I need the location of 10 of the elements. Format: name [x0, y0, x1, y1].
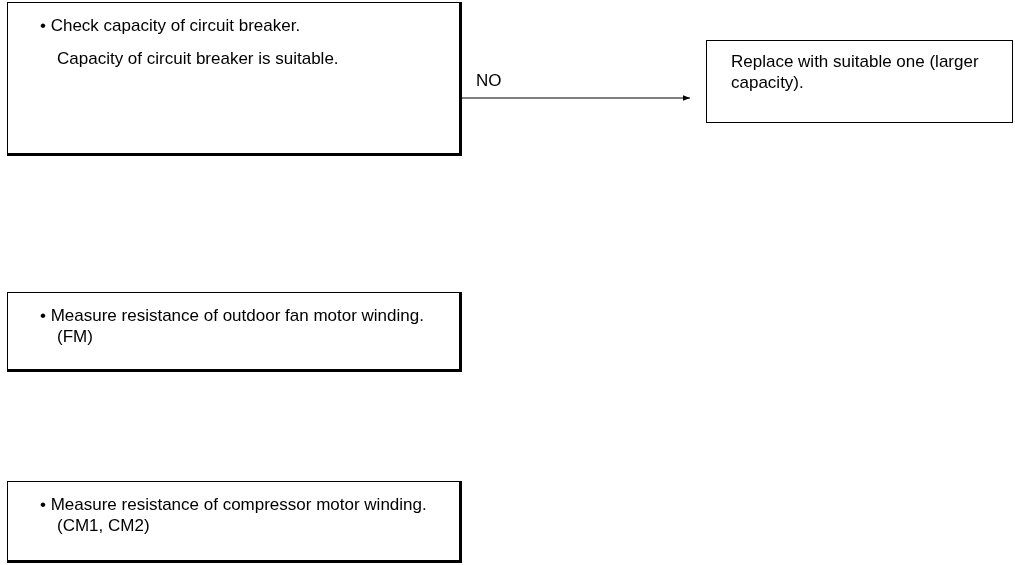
arrow — [461, 95, 691, 101]
process-box — [7, 292, 462, 372]
step-text: • Measure resistance of outdoor fan motor winding. (FM) — [40, 305, 425, 347]
step-text: Capacity of circuit breaker is suitable. — [57, 48, 340, 69]
step-text: Replace with suitable one (larger capacity). — [731, 51, 980, 93]
process-box — [706, 40, 1013, 123]
step-text: • Measure resistance of compressor motor winding. (CM1, CM2) — [40, 494, 428, 536]
step-text: • Check capacity of circuit breaker. — [40, 15, 302, 36]
process-box — [7, 2, 462, 156]
process-box — [7, 481, 462, 563]
